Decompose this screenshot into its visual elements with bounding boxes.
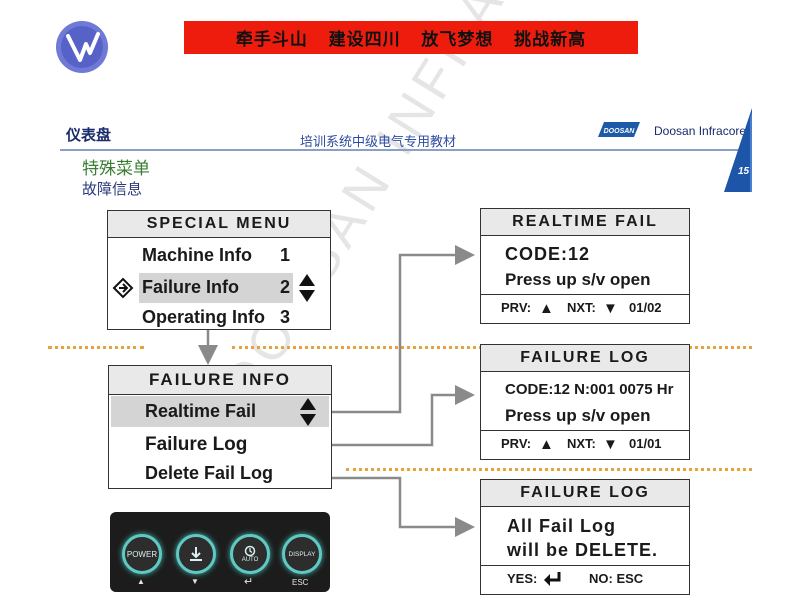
- enter-key-icon: ↵: [244, 576, 254, 588]
- delete-log-footer: YES: NO: ESC: [481, 565, 689, 594]
- failure-log-box: FAILURE LOG CODE:12 N:001 0075 Hr Press …: [480, 344, 690, 460]
- separator-dots-left: [48, 346, 144, 349]
- keypad-panel: POWER ▲ ▼ AUTO ↵ DISPLAY ESC: [110, 512, 330, 592]
- fault-info-heading: 故障信息: [82, 180, 143, 198]
- page-indicator: 01/02: [629, 300, 662, 315]
- log-message: Press up s/v open: [505, 406, 651, 425]
- realtime-fail-box: REALTIME FAIL CODE:12 Press up s/v open …: [480, 208, 690, 324]
- failure-log-footer: PRV: ▲ NXT: ▼ 01/01: [481, 430, 689, 459]
- delete-line-1: All Fail Log: [507, 516, 616, 536]
- auto-icon: [244, 545, 256, 557]
- doosan-infracore-label: Doosan Infracore: [654, 124, 747, 138]
- down-triangle-icon: ▼: [603, 300, 618, 317]
- svg-text:DOOSAN: DOOSAN: [604, 128, 636, 135]
- selection-highlight: [111, 396, 329, 427]
- failure-info-box: FAILURE INFO Realtime Fail Failure Log D…: [108, 365, 332, 489]
- power-button[interactable]: POWER: [122, 534, 162, 574]
- updown-arrows-icon: [300, 398, 316, 426]
- menu-item-failure-info[interactable]: Failure Info: [142, 277, 240, 297]
- prev-label: PRV:: [501, 300, 532, 315]
- delete-line-2: will be DELETE.: [507, 540, 659, 560]
- menu-item-machine-info-number: 1: [280, 245, 291, 265]
- realtime-fail-footer: PRV: ▲ NXT: ▼ 01/02: [481, 294, 689, 323]
- next-label: NXT:: [567, 300, 596, 315]
- enter-arrow-icon: [544, 572, 561, 586]
- auto-label: AUTO: [241, 557, 259, 563]
- menu-item-operating-info[interactable]: Operating Info: [142, 307, 265, 327]
- up-triangle-icon: ▲: [539, 300, 554, 317]
- page-number: 15: [738, 166, 750, 177]
- auto-button[interactable]: AUTO: [230, 534, 270, 574]
- page-indicator: 01/01: [629, 436, 662, 451]
- delete-log-box: FAILURE LOG All Fail Log will be DELETE.…: [480, 479, 690, 595]
- fail-message: Press up s/v open: [505, 270, 651, 289]
- log-code: CODE:12 N:001 0075 Hr: [505, 381, 674, 398]
- down-triangle-icon: ▼: [603, 436, 618, 453]
- menu-item-delete-fail-log[interactable]: Delete Fail Log: [145, 463, 274, 483]
- doosan-badge: DOOSAN: [594, 119, 642, 141]
- selection-cursor-icon: [112, 277, 134, 299]
- menu-item-failure-log[interactable]: Failure Log: [145, 434, 248, 455]
- section-title: 仪表盘: [66, 126, 112, 144]
- prev-label: PRV:: [501, 436, 532, 451]
- up-triangle-icon: ▲: [539, 436, 554, 453]
- menu-item-machine-info[interactable]: Machine Info: [142, 245, 253, 265]
- page-corner-tab: [724, 108, 752, 192]
- company-logo: [56, 21, 108, 73]
- fail-code: CODE:12: [505, 244, 591, 264]
- special-menu-title: SPECIAL MENU: [108, 211, 330, 238]
- delete-log-title: FAILURE LOG: [481, 480, 689, 507]
- no-esc-label: NO: ESC: [589, 571, 644, 586]
- subtitle: 培训系统中级电气专用教材: [300, 135, 457, 150]
- down-button[interactable]: [176, 534, 216, 574]
- updown-arrows-icon: [299, 274, 315, 302]
- down-arrow-icon: ▼: [191, 577, 199, 586]
- separator-dots-lower: [346, 468, 752, 471]
- failure-log-title: FAILURE LOG: [481, 345, 689, 372]
- header-divider: [60, 149, 750, 151]
- esc-label: ESC: [292, 578, 309, 587]
- display-button[interactable]: DISPLAY: [282, 534, 322, 574]
- slogan-banner: 牵手斗山 建设四川 放飞梦想 挑战新高: [184, 21, 638, 54]
- next-label: NXT:: [567, 436, 596, 451]
- failure-info-title: FAILURE INFO: [109, 366, 331, 395]
- menu-item-failure-info-number: 2: [280, 277, 291, 297]
- yes-label: YES:: [507, 571, 538, 586]
- realtime-fail-title: REALTIME FAIL: [481, 209, 689, 236]
- special-menu-heading: 特殊菜单: [82, 159, 150, 179]
- up-arrow-icon: ▲: [137, 577, 145, 586]
- download-icon: [190, 547, 202, 561]
- menu-item-realtime-fail[interactable]: Realtime Fail: [145, 401, 257, 421]
- selection-highlight: [139, 273, 293, 303]
- special-menu-box: SPECIAL MENU Machine Info 1 Failure Info…: [107, 210, 331, 330]
- menu-item-operating-info-number: 3: [280, 307, 291, 327]
